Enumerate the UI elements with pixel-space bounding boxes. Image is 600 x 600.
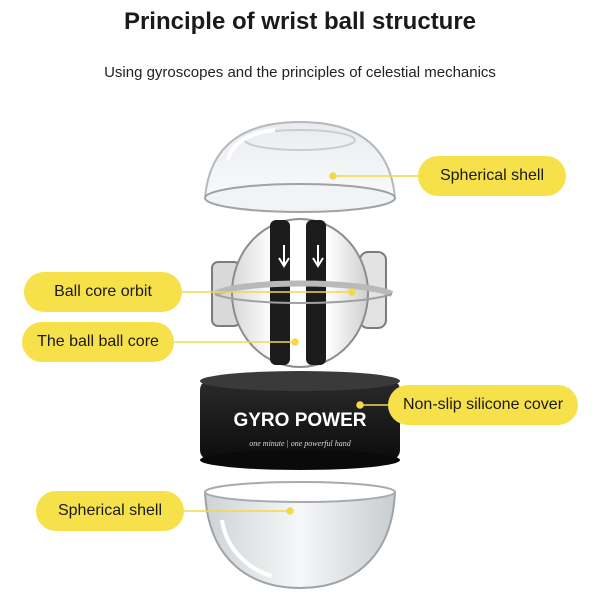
callout-top-shell: Spherical shell bbox=[418, 156, 566, 196]
ball-core-assembly bbox=[211, 218, 394, 368]
callout-bottom-shell: Spherical shell bbox=[36, 491, 184, 531]
top-spherical-shell bbox=[203, 120, 397, 213]
page-subtitle: Using gyroscopes and the principles of c… bbox=[104, 64, 496, 81]
page-title: Principle of wrist ball structure bbox=[123, 8, 477, 35]
callout-ball-core: The ball ball core bbox=[22, 322, 174, 362]
band-tagline: one minute | one powerful hand bbox=[249, 439, 352, 448]
callout-silicone-cover: Non-slip silicone cover bbox=[388, 385, 578, 425]
bottom-spherical-shell bbox=[203, 481, 397, 590]
leader-lines bbox=[172, 172, 420, 515]
silicone-cover: GYRO POWER one minute | one powerful han… bbox=[200, 371, 400, 470]
callout-ball-core-orbit: Ball core orbit bbox=[24, 272, 182, 312]
band-brand: GYRO POWER bbox=[233, 410, 366, 431]
